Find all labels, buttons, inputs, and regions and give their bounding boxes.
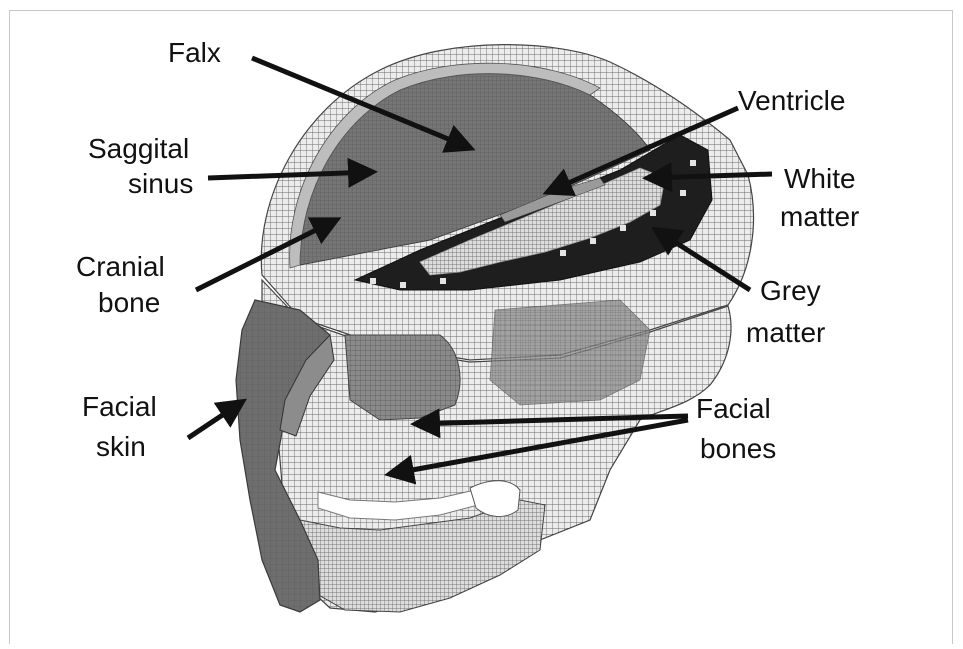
label-cranial-bone-2: bone (98, 287, 160, 318)
label-white-matter-1: White (784, 163, 856, 194)
label-cranial-bone-1: Cranial (76, 251, 165, 282)
label-saggital-sinus-1: Saggital (88, 133, 189, 164)
label-facial-bones-1: Facial (696, 393, 771, 424)
facial-skin-arrow (188, 402, 242, 438)
label-grey-matter-1: Grey (760, 275, 821, 306)
label-grey-matter-2: matter (746, 317, 825, 348)
label-ventricle: Ventricle (738, 85, 845, 116)
label-facial-skin-2: skin (96, 431, 146, 462)
orbit (345, 335, 460, 420)
label-facial-bones-2: bones (700, 433, 776, 464)
label-white-matter-2: matter (780, 201, 859, 232)
label-saggital-sinus-2: sinus (128, 168, 193, 199)
label-falx: Falx (168, 37, 221, 68)
label-facial-skin-1: Facial (82, 391, 157, 422)
